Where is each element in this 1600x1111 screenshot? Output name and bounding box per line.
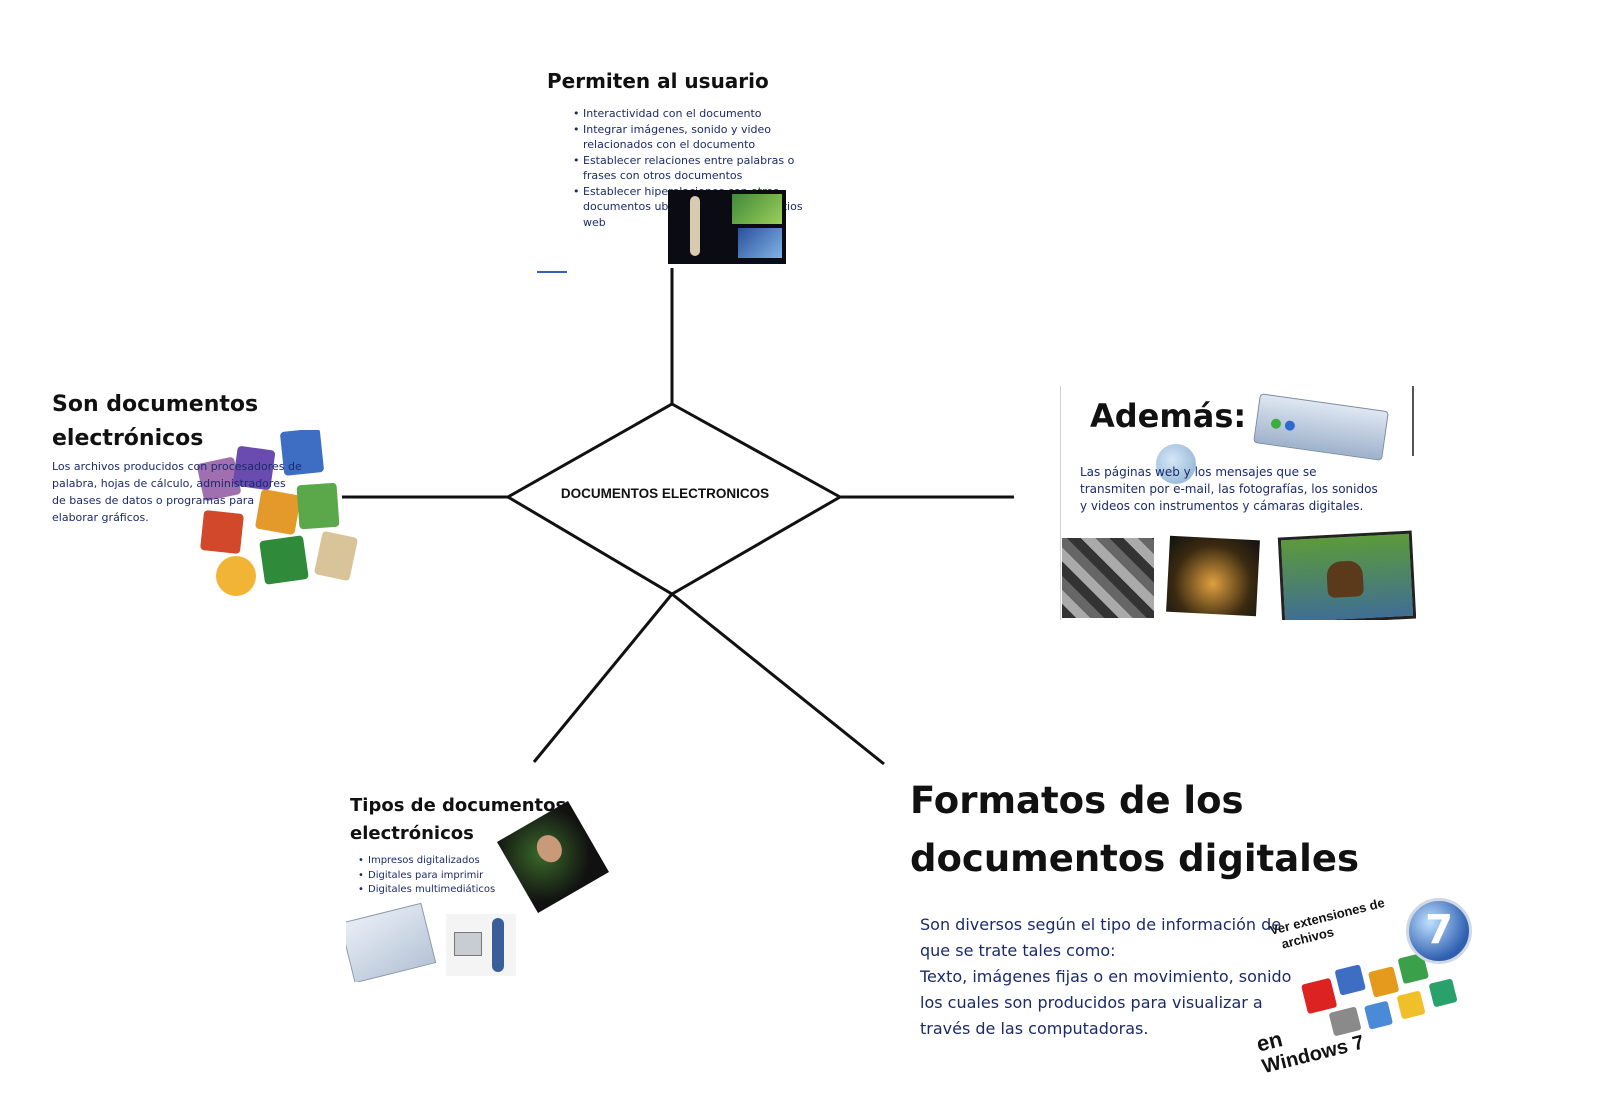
center-label: DOCUMENTOS ELECTRONICOS [560, 486, 770, 501]
body-line: través de las computadoras. [920, 1019, 1149, 1038]
card-formatos-body: Son diversos según el tipo de informació… [920, 912, 1340, 1042]
body-line: Texto, imágenes fijas o en movimiento, s… [920, 967, 1292, 986]
bullet: Integrar imágenes, sonido y video relaci… [573, 122, 805, 153]
card-permiten-title: Permiten al usuario [547, 69, 769, 93]
card-tipos-title-1: Tipos de documentos [350, 796, 567, 816]
body-line: Son diversos según el tipo de informació… [920, 915, 1282, 934]
bullet: Establecer relaciones entre palabras o f… [573, 153, 805, 184]
card-son-documentos-title-1: Son documentos [52, 392, 259, 417]
bullet: Digitales para imprimir [358, 869, 518, 884]
windows7-logo-icon: 7 [1406, 898, 1472, 964]
moose-video-image [1277, 530, 1416, 620]
card-son-documentos-title-2: electrónicos [52, 426, 204, 451]
bullet: Interactividad con el documento [573, 106, 805, 122]
center-diamond [505, 402, 844, 596]
body-line: los cuales son producidos para visualiza… [920, 993, 1263, 1012]
office-icons-image [190, 430, 370, 600]
multimedia-person-image [668, 190, 786, 264]
scanner-image [346, 902, 437, 982]
printer-person-image [446, 914, 516, 976]
windows7-number: 7 [1425, 907, 1453, 953]
connector-bottom-left [532, 593, 674, 763]
bullet: Impresos digitalizados [358, 854, 518, 869]
extensions-caption: Ver extensiones de archivos [1268, 894, 1387, 952]
card-formatos: Formatos de los documentos digitales Son… [906, 778, 1496, 1078]
card-permiten: Permiten al usuario Interactividad con e… [537, 68, 807, 268]
card-ademas: Además: Las páginas web y los mensajes q… [1060, 386, 1416, 620]
card-tipos: Tipos de documentos electrónicos Impreso… [346, 796, 622, 982]
card-ademas-title: Además: [1090, 397, 1247, 435]
card-tipos-bullets: Impresos digitalizados Digitales para im… [358, 854, 518, 898]
photo-collage-image [1062, 538, 1154, 618]
windows7-extensions-image: 7 Ver extensiones de archivos en Windows… [1258, 886, 1494, 1076]
night-scene-image [1166, 535, 1260, 617]
body-line: que se trate tales como: [920, 941, 1116, 960]
card-son-documentos: Son documentos electrónicos Los archivos… [50, 392, 370, 604]
bullet: Digitales multimediáticos [358, 883, 518, 898]
browser-window-image [1253, 393, 1389, 461]
card-formatos-title-1: Formatos de los [910, 779, 1244, 822]
card-ademas-body: Las páginas web y los mensajes que se tr… [1080, 465, 1378, 513]
card-formatos-title-2: documentos digitales [910, 837, 1359, 880]
connector-bottom-right [671, 592, 885, 766]
card-son-documentos-body: Los archivos producidos con procesadores… [52, 460, 302, 524]
card-tipos-title-2: electrónicos [350, 823, 474, 844]
globe-icon [1156, 444, 1196, 484]
